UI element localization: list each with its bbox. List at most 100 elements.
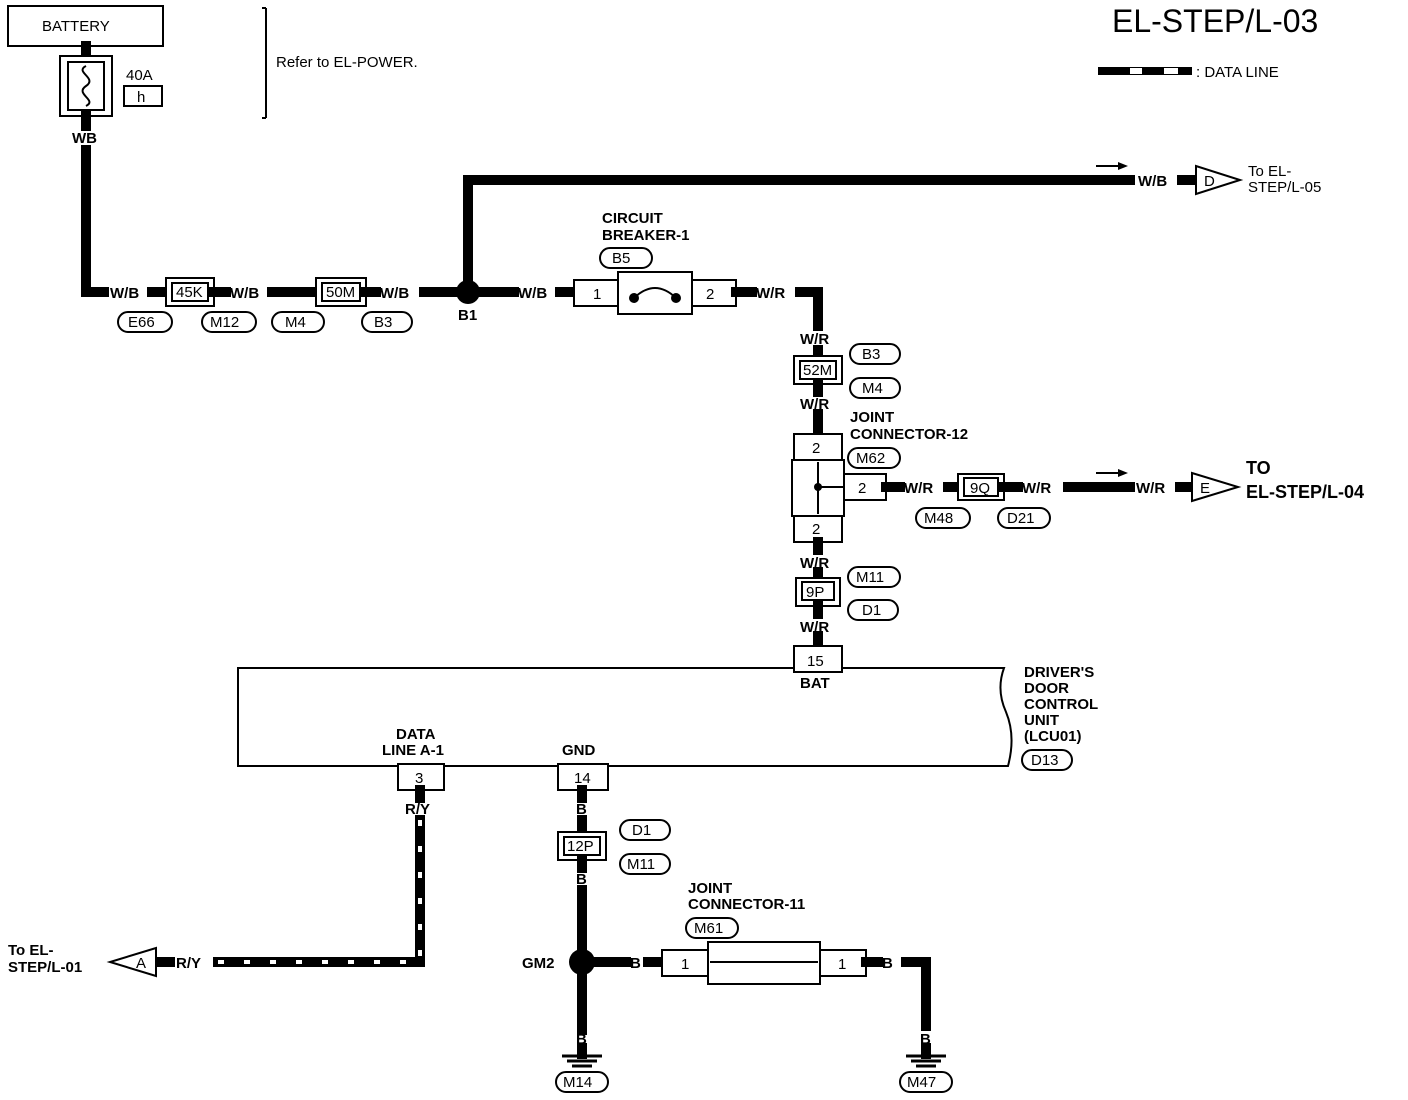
wire-label: W/B — [230, 285, 259, 302]
arrow-label: E — [1200, 480, 1210, 497]
legend-label: : DATA LINE — [1196, 64, 1279, 81]
wire-label: W/R — [800, 331, 829, 348]
battery-label: BATTERY — [42, 18, 110, 35]
jc11-title2: CONNECTOR-11 — [688, 896, 805, 913]
connector-45k: 45K — [165, 277, 215, 307]
conn-d21: D21 — [1007, 510, 1035, 527]
pin-bat — [793, 645, 843, 673]
unit-name4: UNIT — [1024, 712, 1059, 729]
conn-d13: D13 — [1031, 752, 1059, 769]
data-line-ry — [213, 815, 425, 967]
conn-m48: M48 — [924, 510, 953, 527]
jc12-title1: JOINT — [850, 409, 894, 426]
ref-l04-line2: EL-STEP/L-04 — [1246, 482, 1364, 502]
wire-label: B — [920, 1031, 931, 1048]
unit-name2: DOOR — [1024, 680, 1069, 697]
pin-label: 15 — [807, 653, 824, 670]
wire-label: B — [576, 871, 587, 888]
ground-m47 — [906, 1043, 946, 1068]
pin-gnd — [557, 763, 609, 791]
pin-label: 2 — [812, 521, 820, 538]
wire-label: B — [882, 955, 893, 972]
refer-note: Refer to EL-POWER. — [276, 54, 418, 71]
joint-connector-11: 1 1 — [661, 941, 867, 985]
wire-label: W/R — [800, 396, 829, 413]
fuse-id: h — [137, 89, 145, 106]
connector-12p: 12P — [557, 831, 607, 861]
pin-label: 2 — [706, 286, 714, 303]
circuit-breaker-1: 1 2 — [573, 271, 737, 315]
wire-label: B — [576, 801, 587, 818]
connector-50m: 50M — [315, 277, 367, 307]
ref-l05-line1: To EL- — [1248, 163, 1291, 180]
jc12-title2: CONNECTOR-12 — [850, 426, 968, 443]
wire-label: W/B — [380, 285, 409, 302]
conn-b3-2: B3 — [862, 346, 880, 363]
conn-label: 52M — [803, 362, 832, 379]
fuse-rating: 40A — [126, 67, 153, 84]
wire-label: R/Y — [176, 955, 201, 972]
jc11-title1: JOINT — [688, 880, 732, 897]
conn-m11: M11 — [856, 569, 884, 586]
conn-label: 45K — [176, 284, 203, 301]
pin-label: 1 — [681, 956, 689, 973]
conn-m11-2: M11 — [627, 856, 655, 873]
wire-label: W/B — [518, 285, 547, 302]
unit-name1: DRIVER'S — [1024, 664, 1094, 681]
ground-m14 — [562, 1043, 602, 1068]
data-line-label1: DATA — [396, 726, 436, 743]
unit-name3: CONTROL — [1024, 696, 1098, 713]
pin-label: 14 — [574, 770, 591, 787]
wire-label: W/B — [110, 285, 139, 302]
connector-9p: 9P — [795, 577, 841, 607]
connector-52m: 52M — [793, 355, 843, 385]
conn-m47: M47 — [907, 1074, 936, 1091]
connector-9q: 9Q — [957, 473, 1005, 501]
pin-label: 1 — [593, 286, 601, 303]
wire-label: W/R — [1022, 480, 1051, 497]
legend-data-line: : DATA LINE — [1098, 64, 1279, 81]
pin-label: 2 — [812, 440, 820, 457]
splice-label: GM2 — [522, 955, 555, 972]
wire-label: W/R — [1136, 480, 1165, 497]
pin-label: 1 — [838, 956, 846, 973]
data-line-label2: LINE A-1 — [382, 742, 444, 759]
ref-arrow-a[interactable]: A — [106, 946, 157, 978]
driver-door-control-unit — [237, 667, 1013, 767]
wire-label: B — [630, 955, 641, 972]
splice-label: B1 — [458, 307, 477, 324]
conn-m14: M14 — [563, 1074, 592, 1091]
wire-label: R/Y — [405, 801, 430, 818]
conn-label: 9P — [806, 584, 824, 601]
bat-label: BAT — [800, 675, 830, 692]
wire-label: B — [576, 1031, 587, 1048]
ref-arrow-e[interactable]: E — [1191, 471, 1242, 503]
unit-name5: (LCU01) — [1024, 728, 1082, 745]
conn-m61: M61 — [694, 920, 723, 937]
wire-wb-branch — [463, 175, 1135, 285]
ref-l01-line2: STEP/L-01 — [8, 959, 82, 976]
conn-m4-2: M4 — [862, 380, 883, 397]
joint-connector-12: 2 2 2 — [791, 433, 887, 543]
breaker-title2: BREAKER-1 — [602, 227, 690, 244]
conn-m62: M62 — [856, 450, 885, 467]
ref-l01-line1: To EL- — [8, 942, 54, 959]
wire-label: W/B — [1138, 173, 1167, 190]
fuse-40a — [59, 55, 113, 117]
ref-l04-line1: TO — [1246, 458, 1271, 478]
wire-label: W/R — [904, 480, 933, 497]
conn-m12: M12 — [210, 314, 239, 331]
ref-arrow-d[interactable]: D — [1195, 164, 1244, 196]
wire-wb-main — [81, 145, 109, 297]
conn-d1: D1 — [862, 602, 881, 619]
conn-label: 12P — [567, 838, 594, 855]
wire-label-wb: WB — [72, 130, 97, 147]
pin-label: 3 — [415, 770, 423, 787]
conn-m4: M4 — [285, 314, 306, 331]
gnd-label: GND — [562, 742, 596, 759]
breaker-title1: CIRCUIT — [602, 210, 663, 227]
splice-gm2 — [569, 949, 595, 975]
ref-l05-line2: STEP/L-05 — [1248, 179, 1321, 196]
conn-label: 50M — [326, 284, 355, 301]
arrow-label: D — [1204, 173, 1215, 190]
